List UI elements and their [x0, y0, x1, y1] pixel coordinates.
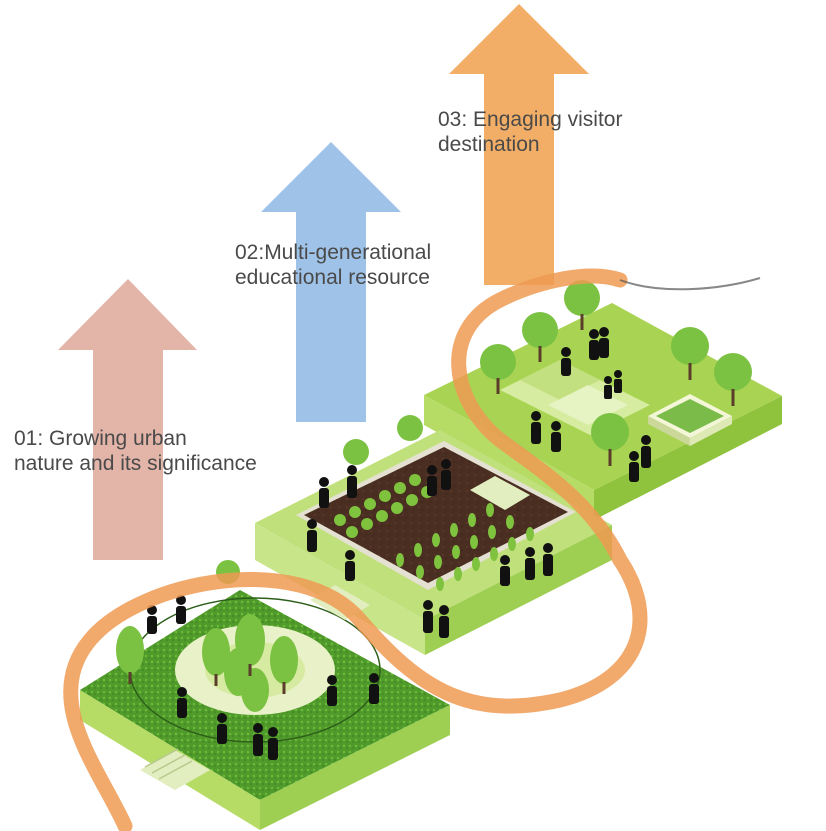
- arrow-up-icon-3: [449, 4, 589, 285]
- label-01-line-2: nature and its significance: [14, 452, 257, 475]
- label-01: 01: Growing urban nature and its signifi…: [14, 426, 257, 476]
- person-icon-group: [147, 327, 651, 760]
- label-03: 03: Engaging visitor destination: [438, 107, 622, 157]
- label-03-line-2: destination: [438, 133, 540, 156]
- path-ribbon-tail: [619, 277, 761, 291]
- arrow-up-icon-1: [58, 279, 197, 560]
- label-01-line-1: 01: Growing urban: [14, 427, 187, 450]
- arrow-up-icon-2: [261, 142, 401, 422]
- crop-rows: [334, 474, 534, 591]
- label-02: 02:Multi-generational educational resour…: [235, 240, 431, 290]
- path-ribbon: [63, 268, 648, 831]
- label-02-line-1: 02:Multi-generational: [235, 241, 432, 264]
- tree-icon-group: [116, 280, 752, 712]
- label-02-line-2: educational resource: [235, 266, 430, 289]
- label-03-line-1: 03: Engaging visitor: [438, 108, 623, 131]
